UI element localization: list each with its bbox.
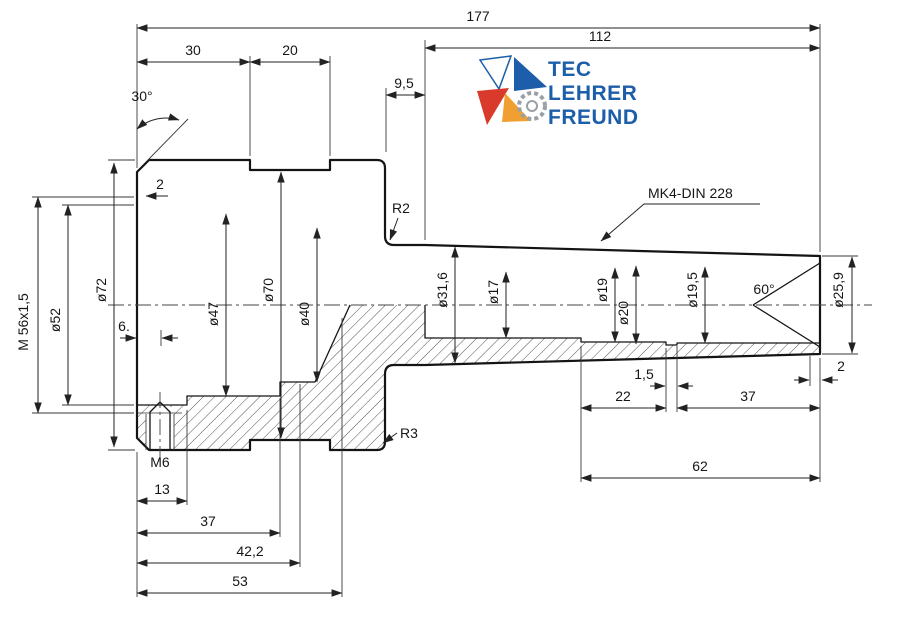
dim-13: 13 — [136, 481, 188, 505]
dim-angle-60: 60° — [753, 281, 774, 297]
section-hatching — [137, 305, 820, 451]
dim-label: ø20 — [615, 301, 631, 325]
angle-arc — [136, 113, 180, 130]
dim-label: 2 — [837, 358, 845, 374]
dim-label: 177 — [466, 8, 490, 24]
dim-label: ø19,5 — [684, 272, 700, 308]
dim-dia-20: ø20 — [615, 265, 640, 345]
dim-label: M 56x1,5 — [15, 293, 31, 351]
logo-text-line3: FREUND — [548, 106, 639, 129]
logo-triangle-blue — [514, 57, 547, 91]
dim-label: ø25,9 — [830, 272, 846, 308]
dim-label: R3 — [400, 425, 418, 441]
dim-chamfer-2: 2 — [145, 176, 168, 200]
dim-label: ø17 — [485, 280, 501, 304]
dim-end-chamfer-2: 2 — [794, 358, 845, 384]
dim-22: 22 — [580, 388, 667, 412]
dim-label: MK4-DIN 228 — [648, 185, 733, 201]
dim-dia-17: ø17 — [485, 271, 510, 339]
dim-label: 30° — [131, 88, 152, 104]
dim-label: 60° — [753, 281, 774, 297]
dim-37-right: 37 — [676, 388, 821, 412]
dim-37-left: 37 — [136, 513, 281, 537]
outer-profile-upper — [135, 158, 822, 307]
dim-label: ø40 — [296, 302, 312, 326]
hatch-left-wall — [137, 305, 425, 450]
dim-42-2: 42,2 — [136, 543, 301, 567]
center-cone-60deg-lines — [752, 262, 821, 348]
dim-label: 37 — [200, 513, 216, 529]
dim-label: 13 — [154, 481, 170, 497]
dim-thread-m56: M 56x1,5 — [15, 196, 42, 414]
dim-label: ø47 — [205, 302, 221, 326]
dim-label: 1,5 — [634, 366, 654, 382]
centerlines — [108, 304, 872, 462]
logo-gear-hub — [526, 100, 538, 112]
dim-angle-30: 30° — [131, 88, 180, 130]
logo-triangle-red — [477, 88, 509, 125]
dim-dia-40: ø40 — [296, 227, 321, 383]
leader — [382, 432, 398, 444]
dim-dia-70: ø70 — [260, 171, 285, 439]
dim-label: ø70 — [260, 278, 276, 302]
dim-dia-31-6: ø31,6 — [434, 246, 459, 364]
dim-dia-72: ø72 — [93, 162, 118, 448]
dim-label: M6 — [150, 454, 170, 470]
dim-label: 22 — [615, 388, 631, 404]
logo-text-line1: TEC — [548, 58, 592, 81]
dim-label: 37 — [740, 388, 756, 404]
logo-triangle-outline — [478, 55, 513, 91]
dim-label: ø52 — [47, 308, 63, 332]
dim-thread-m6: M6 — [150, 454, 170, 470]
dim-r3: R3 — [382, 425, 418, 444]
dim-label: 20 — [282, 42, 298, 58]
dim-9-5: 9,5 — [385, 75, 426, 99]
dim-label: ø72 — [93, 278, 109, 302]
dim-label: 112 — [589, 28, 612, 44]
logo-gear-icon — [517, 91, 547, 121]
dimensions: 177 30 20 112 9,5 30° 2 R2 — [15, 8, 856, 597]
dim-label: 62 — [692, 458, 708, 474]
dim-label: 53 — [232, 573, 248, 589]
dim-label: ø19 — [594, 278, 610, 302]
dim-label: 42,2 — [236, 543, 263, 559]
dim-112: 112 — [424, 28, 821, 52]
dim-label: R2 — [392, 200, 410, 216]
dim-r2: R2 — [389, 200, 410, 241]
dim-taper-spec: MK4-DIN 228 — [600, 185, 760, 242]
leader — [600, 203, 760, 242]
logo-text-line2: LEHRER — [548, 82, 637, 105]
dim-label: 30 — [185, 42, 201, 58]
leader — [389, 217, 399, 241]
dim-dia-19: ø19 — [594, 267, 619, 343]
dim-dia-52: ø52 — [47, 204, 72, 406]
hatch-right-wall — [425, 338, 820, 365]
dim-groove-1-5: 1,5 — [634, 366, 693, 390]
dim-depth-6: 6. — [118, 318, 178, 342]
dim-label: 2 — [156, 176, 164, 192]
dim-dia-19-5: ø19,5 — [684, 266, 709, 344]
dim-53: 53 — [136, 573, 343, 597]
dim-label: 9,5 — [394, 75, 414, 91]
extension-lines — [32, 24, 858, 597]
dim-20: 20 — [249, 42, 331, 66]
dim-30: 30 — [136, 42, 251, 66]
dim-label: ø31,6 — [434, 272, 450, 308]
m6-thread-major-lines — [145, 414, 175, 450]
dim-label: 6. — [118, 318, 130, 334]
dim-62: 62 — [580, 458, 821, 482]
right-bore-profile — [424, 305, 820, 346]
dim-total-length: 177 — [136, 8, 821, 32]
dim-dia-47: ø47 — [205, 213, 230, 397]
dim-dia-25-9: ø25,9 — [830, 256, 856, 354]
logo: TEC LEHRER FREUND — [477, 55, 639, 129]
